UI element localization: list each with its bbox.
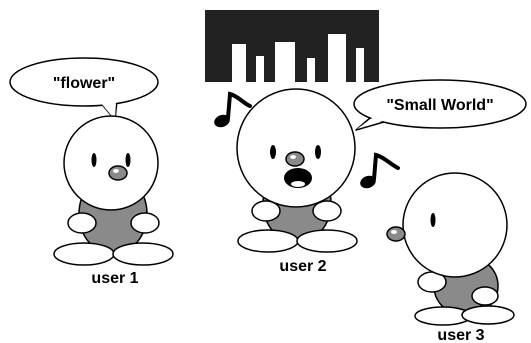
eighth-note-icon: [214, 91, 252, 128]
character-user2: [236, 88, 358, 253]
equalizer-bars-icon: [205, 10, 379, 82]
speech-text-user2: "Small World": [386, 97, 493, 114]
speech-text-user1: "flower": [53, 75, 115, 92]
label-user3: user 3: [437, 327, 484, 343]
label-user1: user 1: [91, 270, 138, 287]
label-user2: user 2: [279, 258, 326, 275]
character-user3: [386, 172, 515, 326]
speech-bubble-user2: "Small World": [353, 79, 527, 131]
speech-bubble-user1: "flower": [9, 57, 159, 121]
eighth-note-icon: [360, 152, 400, 189]
character-user1: [53, 115, 174, 266]
